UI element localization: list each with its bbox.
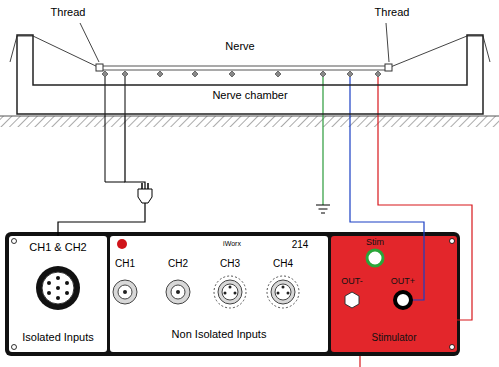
- stimulus-wire: [359, 356, 360, 367]
- panel-label: Nerve chamber: [212, 89, 287, 101]
- part-label: Nerve: [225, 40, 254, 52]
- stim-led: [367, 250, 383, 266]
- isolated-input-panel: CH1 & CH2Isolated Inputs: [9, 236, 107, 352]
- panel-label: Isolated Inputs: [22, 331, 94, 343]
- nerve-holder: [96, 64, 103, 71]
- leader-line: [80, 23, 99, 62]
- part-label: Thread: [51, 6, 86, 18]
- screw: [12, 239, 17, 244]
- text-slot: Thread: [375, 6, 410, 19]
- panel-face: [9, 236, 107, 352]
- stimulus-wire: [412, 236, 424, 300]
- panel-label: Stimulator: [371, 332, 416, 343]
- thread: [10, 36, 100, 68]
- electrode-pins: [102, 71, 381, 77]
- text-slot: OUT+: [391, 276, 415, 286]
- text-slot: Non Isolated Inputs: [172, 328, 267, 341]
- text-slot: Isolated Inputs: [22, 331, 94, 344]
- nerve-holder: [385, 64, 392, 71]
- stimulus-wire: [349, 77, 350, 116]
- indicator-led: [117, 239, 127, 249]
- device-housing: [5, 232, 460, 356]
- panel-label: Non Isolated Inputs: [172, 328, 267, 340]
- nerve: [100, 66, 388, 70]
- panel-label: CH4: [273, 258, 293, 269]
- screw: [12, 345, 17, 350]
- panel-label: Stim: [366, 237, 384, 247]
- panel-label: OUT-: [341, 276, 363, 286]
- leader-line: [386, 23, 389, 62]
- output-terminal: [395, 292, 411, 308]
- bench-line: [0, 116, 499, 117]
- chamber-outline: [17, 35, 483, 114]
- text-slot: Stimulator: [371, 332, 416, 344]
- wire-connector: [350, 116, 424, 236]
- text-slot: CH2: [168, 258, 188, 270]
- panel-label: CH3: [220, 258, 240, 269]
- ground-wire: [322, 77, 323, 205]
- recording-wire: [125, 77, 126, 116]
- panel-face: [331, 236, 457, 352]
- text-slot: CH3: [220, 258, 240, 270]
- text-slot: Nerve: [225, 40, 254, 53]
- text-slot: Thread: [51, 6, 86, 19]
- panel-label: CH1 & CH2: [29, 241, 86, 253]
- text-slot: Nerve chamber: [212, 89, 287, 102]
- text-slot: CH1: [115, 258, 135, 270]
- plug-symbol: [138, 183, 152, 203]
- screw: [450, 239, 455, 244]
- text-slot: OUT-: [341, 276, 363, 286]
- text-slot: 214: [292, 239, 309, 251]
- non-isolated-input-panel: CH1 CH2 CH3 CH4 iWorx 214Non Isolated Inputs: [110, 236, 328, 352]
- ground-symbol: [316, 205, 330, 213]
- bench-hatching: [0, 116, 499, 127]
- wire-connector: [58, 116, 145, 236]
- bnc-connector: [113, 280, 137, 304]
- panel-label: OUT+: [391, 276, 415, 286]
- panel-face: [110, 236, 328, 352]
- bnc-connector: [166, 280, 190, 304]
- text-slot: Stim: [366, 237, 384, 247]
- text-slot: iWorx: [223, 240, 241, 248]
- recording-wire: [105, 77, 125, 182]
- output-terminal: [345, 292, 359, 308]
- panel-label: iWorx: [223, 240, 241, 247]
- text-slot: CH4: [273, 258, 293, 270]
- din-connector: [36, 266, 80, 310]
- screw: [450, 345, 455, 350]
- din-connector: [267, 276, 299, 308]
- stimulator-panel: StimOUT- OUT+ Stimulator: [331, 236, 457, 352]
- din-connector: [214, 276, 246, 308]
- part-label: Thread: [375, 6, 410, 18]
- text-slot: CH1 & CH2: [29, 241, 86, 254]
- panel-label: CH2: [168, 258, 188, 269]
- wire-connector: [378, 116, 472, 320]
- panel-label: 214: [292, 239, 309, 250]
- panel-label: CH1: [115, 258, 135, 269]
- thread: [388, 36, 490, 68]
- stimulus-wire: [377, 77, 378, 116]
